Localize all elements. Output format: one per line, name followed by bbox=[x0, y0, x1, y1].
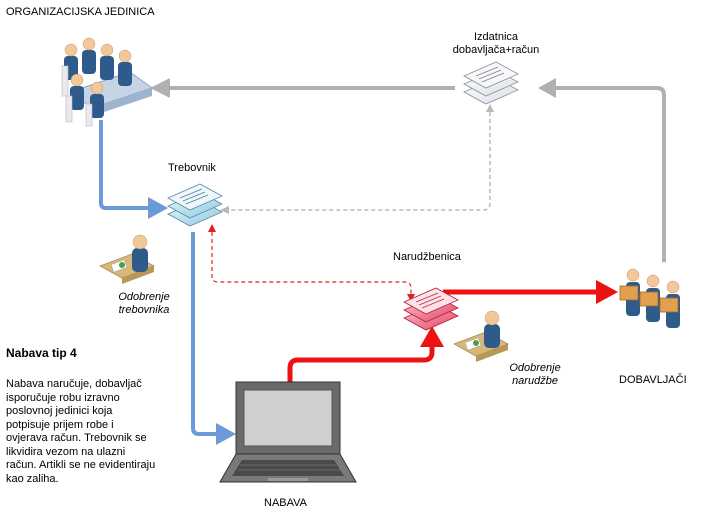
dashed-requisition-to-order bbox=[208, 224, 415, 302]
requisition-approval-label: Odobrenje trebovnika bbox=[118, 291, 170, 316]
purchasing-label: NABAVA bbox=[264, 497, 307, 509]
flow-org-to-requisition bbox=[99, 120, 168, 219]
flow-order-to-suppliers bbox=[443, 280, 618, 304]
laptop-icon bbox=[219, 381, 357, 483]
flow-supplier-to-invoice bbox=[538, 78, 666, 262]
requisition-label: Trebovnik bbox=[168, 162, 216, 174]
org-unit-meeting-icon bbox=[61, 37, 154, 127]
purchase-order-label: Narudžbenica bbox=[393, 251, 461, 263]
purchase-order-document-icon bbox=[403, 287, 459, 331]
flow-purchasing-to-order bbox=[287, 326, 444, 382]
process-description: Nabava naručuje, dobavljač isporučuje ro… bbox=[6, 378, 156, 485]
invoice-label: Izdatnica dobavljača+račun bbox=[452, 31, 540, 56]
suppliers-icon bbox=[619, 268, 680, 328]
order-approval-label: Odobrenje narudžbe bbox=[509, 362, 561, 387]
invoice-document-icon bbox=[463, 61, 519, 105]
dashed-invoice-to-requisition bbox=[220, 104, 494, 214]
process-type-title: Nabava tip 4 bbox=[6, 346, 77, 360]
requisition-approver-icon bbox=[99, 234, 155, 284]
flow-invoice-to-org-unit bbox=[150, 78, 455, 98]
order-approver-icon bbox=[453, 310, 509, 362]
requisition-document-icon bbox=[167, 183, 223, 227]
flow-requisition-to-purchasing bbox=[191, 232, 236, 445]
suppliers-label: DOBAVLJAČI bbox=[619, 374, 687, 386]
org-unit-label: ORGANIZACIJSKA JEDINICA bbox=[6, 6, 155, 18]
